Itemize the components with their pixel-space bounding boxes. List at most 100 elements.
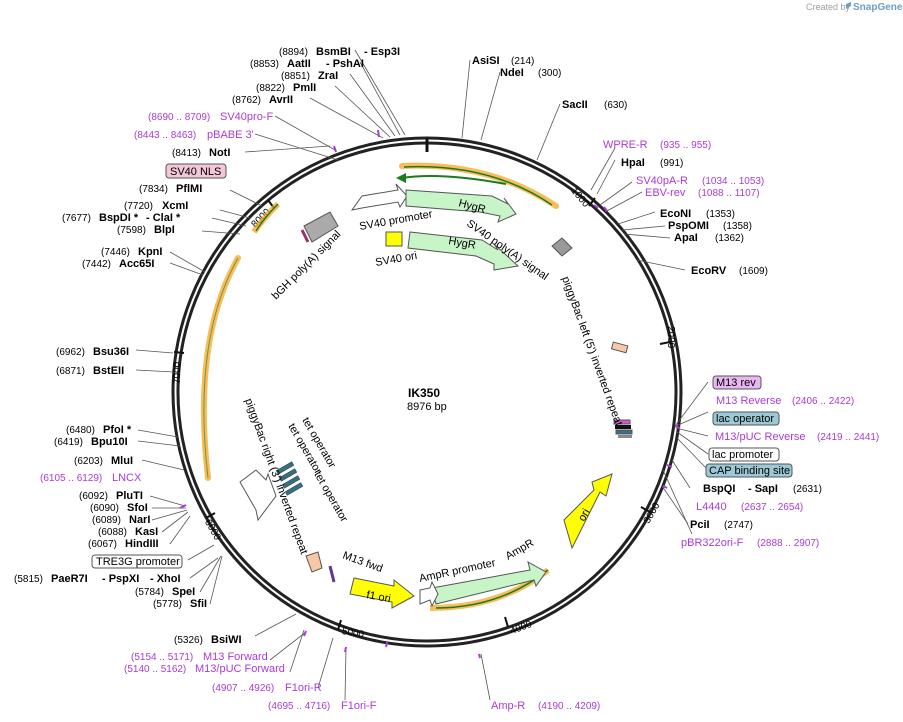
feature-label: tet operator xyxy=(311,470,350,525)
site-pos: (6203) xyxy=(74,456,103,467)
primer-label: M13 Forward xyxy=(203,651,268,663)
site-pos: (6090) xyxy=(90,503,119,514)
site-pos: (6419) xyxy=(54,437,83,448)
site-label: Bsu36I xyxy=(93,346,129,358)
site-label: PmlI xyxy=(293,82,316,94)
site-pos: (630) xyxy=(604,100,627,111)
site-label: PfoI * xyxy=(103,424,132,436)
site-pos: (5815) xyxy=(14,574,43,585)
svg-text:lac operator: lac operator xyxy=(716,413,774,425)
site-label: HindIII xyxy=(125,538,159,550)
primer-pos: (8443 .. 8463) xyxy=(134,130,196,141)
primer-pos: (4695 .. 4716) xyxy=(268,701,330,712)
site-label: PflMI xyxy=(176,183,202,195)
site-label: EcoRV xyxy=(691,265,727,277)
site-pos: (2631) xyxy=(793,484,822,495)
primer-pos: (2888 .. 2907) xyxy=(757,538,819,549)
primer-pos: (2419 .. 2441) xyxy=(817,432,879,443)
site-label: BsmBI xyxy=(316,46,351,58)
primer-pos: (935 .. 955) xyxy=(660,140,711,151)
site-label: - PshAI xyxy=(326,58,364,70)
sv40-nls-mark xyxy=(300,229,310,243)
tick-label: 2000 xyxy=(665,326,676,349)
site-pos: (6092) xyxy=(79,491,108,502)
site-label: - ClaI * xyxy=(146,212,181,224)
hygr-arrow-2 xyxy=(407,231,520,271)
primer-label: EBV-rev xyxy=(645,187,686,199)
lac-promoter-mark xyxy=(618,435,632,438)
site-label: HpaI xyxy=(621,157,645,169)
sv40-polya-box xyxy=(551,237,573,257)
site-label: XcmI xyxy=(162,200,188,212)
feature-label: M13 fwd xyxy=(341,550,384,575)
primer-pos: (4190 .. 4209) xyxy=(538,701,600,712)
site-pos: (5784) xyxy=(135,587,164,598)
orf-line-top2 xyxy=(401,175,507,185)
primer-label: L4440 xyxy=(696,501,727,513)
site-label: SfoI xyxy=(127,502,148,514)
primer-label: pBABE 3' xyxy=(207,129,254,141)
hygr-arrow-1 xyxy=(405,189,517,223)
site-label: - Esp3I xyxy=(364,46,400,58)
site-label: - PspXI xyxy=(102,573,139,585)
site-label: ApaI xyxy=(674,232,698,244)
primer-label: SV40pro-F xyxy=(220,111,273,123)
leader-lines xyxy=(135,49,709,701)
tre3g-promoter-arrow xyxy=(239,469,277,522)
site-label: AatII xyxy=(287,58,311,70)
boxed-feature: lac promoter xyxy=(708,447,780,462)
site-pos: (1362) xyxy=(715,233,744,244)
restriction-sites: (8894) BsmBI - Esp3I (8853) AatII - PshA… xyxy=(14,46,822,646)
orf-arrow-top2 xyxy=(396,173,406,183)
orf-line-short xyxy=(255,203,279,232)
site-label: KpnI xyxy=(138,246,162,258)
primer-label: LNCX xyxy=(112,472,142,484)
site-pos: (1609) xyxy=(739,266,768,277)
m13-fwd-mark xyxy=(328,565,336,583)
primer-pos: (2406 .. 2422) xyxy=(792,396,854,407)
feature-label: AmpR xyxy=(504,537,537,563)
boxed-feature: SV40 NLS xyxy=(165,163,227,179)
orf-line-top xyxy=(403,165,553,206)
feature-label: SV40 promoter xyxy=(358,208,433,233)
cap-site-mark xyxy=(615,429,633,435)
site-label: BspDI * xyxy=(99,212,139,224)
primer-label: Amp-R xyxy=(491,700,525,712)
primer-pos: (4907 .. 4926) xyxy=(212,683,274,694)
boxed-feature: TRE3G promoter xyxy=(91,554,183,569)
primer-label: SV40pA-R xyxy=(636,175,688,187)
boxed-feature: M13 rev xyxy=(712,375,762,390)
site-label: NdeI xyxy=(500,67,524,79)
primer-pos: (5140 .. 5162) xyxy=(124,664,186,675)
primer-pos: (5154 .. 5171) xyxy=(131,652,193,663)
primer-label: F1ori-R xyxy=(285,682,322,694)
site-label: Bpu10I xyxy=(91,436,128,448)
feature-label: f1 ori xyxy=(365,589,391,605)
credit-brand: SnapGene xyxy=(853,2,903,13)
bgh-polya-box xyxy=(303,211,339,243)
svg-text:lac promoter: lac promoter xyxy=(712,449,773,461)
site-pos: (8822) xyxy=(256,83,285,94)
orf-arc-left xyxy=(200,255,241,481)
primer-label: WPRE-R xyxy=(603,139,648,151)
site-pos: (991) xyxy=(660,158,683,169)
site-label: - XhoI xyxy=(150,573,181,585)
piggybac-left-box xyxy=(610,341,629,354)
site-pos: (6067) xyxy=(88,539,117,550)
svg-text:SV40 NLS: SV40 NLS xyxy=(170,166,221,178)
primer-pos: (1034 .. 1053) xyxy=(702,176,764,187)
site-pos: (1353) xyxy=(706,209,735,220)
feature-label: piggyBac left (5') inverted repeat xyxy=(559,275,624,428)
tick-label: 4000 xyxy=(509,619,534,637)
boxed-feature: CAP binding site xyxy=(705,463,793,478)
site-pos: (7446) xyxy=(101,247,130,258)
site-pos: (7834) xyxy=(139,184,168,195)
tick-label: 1000 xyxy=(568,186,591,210)
site-label: EcoNI xyxy=(660,208,691,220)
site-label: SacII xyxy=(562,99,588,111)
site-label: PspOMI xyxy=(668,220,709,232)
site-pos: (5778) xyxy=(153,599,182,610)
site-pos: (8851) xyxy=(281,71,310,82)
tet-operator-marks xyxy=(275,461,304,496)
site-pos: (214) xyxy=(511,56,534,67)
